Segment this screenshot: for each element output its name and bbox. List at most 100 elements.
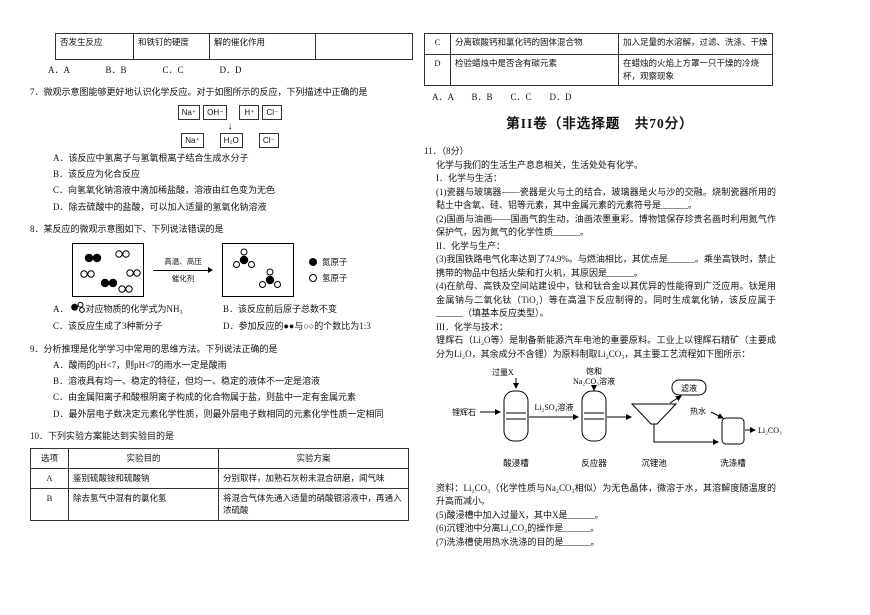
ion-box: H₂O: [219, 133, 243, 148]
left-column: 否发生反应 和铁钉的硬度 解的催化作用 A．A B．B C．C D．D 7．微观…: [30, 33, 413, 522]
option-c: C．该反应生成了3种新分子: [53, 321, 163, 332]
table-cell: 除去氢气中混有的氯化氢: [68, 487, 219, 522]
ion-box: Cl⁻: [258, 133, 279, 148]
na2co3-solution-label: Na₂CO₃溶液: [573, 376, 615, 386]
option-d: D．参加反应的●●与○○的个数比为1:3: [223, 321, 371, 332]
table-cell: D: [424, 54, 451, 86]
question-8: 8．某反应的微观示意图如下、下列说法错误的是 高温、高压 催化剂: [30, 223, 412, 336]
ion-box: H⁺: [239, 105, 260, 120]
question-10: 10．下列实验方案能达到实验目的是 选项 实验目的 实验方案 A 鉴别硫酸铵和硫…: [30, 430, 412, 522]
part-1-heading: I．化学与生活：: [436, 173, 502, 184]
part-2-heading: II．化学与生产：: [436, 240, 505, 251]
option-b: B．该反应为化合反应: [53, 169, 141, 180]
item-2: (2)国画与油画——国画气韵生动，油画浓墨重彩。博物馆保存珍贵名画时利用氮气作保…: [436, 213, 776, 238]
option-b: B．该反应前后原子总数不变: [223, 304, 338, 315]
acid-leaching-vessel: [503, 390, 529, 442]
down-arrow-icon: ↓: [227, 121, 233, 132]
flow-arrow: [669, 395, 682, 404]
option-b: B．溶液具有均一、稳定的特征，但均一、稳定的液体不一定是溶液: [53, 376, 321, 387]
table-cell: 分别取样，加熟石灰粉末混合研磨，闻气味: [218, 467, 409, 489]
option-letter: A．: [53, 304, 69, 315]
table-header-row: 选项 实验目的 实验方案: [30, 448, 409, 469]
option-a: A． 对应物质的化学式为NH₃: [53, 301, 223, 318]
precipitation-funnel: [630, 403, 678, 435]
table-cell: C: [424, 33, 451, 55]
column-header: 实验方案: [218, 448, 409, 469]
ore-label: 锂辉石: [452, 407, 476, 417]
product-ions-row: Na⁺ H₂O Cl⁻: [150, 133, 310, 148]
solution-label: Li₂SO₄溶液: [535, 402, 574, 412]
item-3: (3)我国铁路电气化率达到了74.9%。与燃油相比，其优点是______。乘坐高…: [436, 254, 776, 278]
reactant-molecules-box: [72, 243, 144, 298]
table-row: 否发生反应 和铁钉的硬度 解的催化作用: [55, 33, 413, 60]
condition-label: 高温、高压: [164, 256, 202, 266]
question-stem: 10．下列实验方案能达到实验目的是: [30, 430, 175, 441]
table-cell: 加入足量的水溶解，过滤、洗涤、干燥: [618, 33, 773, 55]
column-header: 选项: [30, 448, 69, 469]
washer-label: 洗涤槽: [720, 458, 746, 468]
column-header: 实验目的: [68, 448, 219, 469]
ion-reaction-diagram: Na⁺ OH⁻ H⁺ Cl⁻ ↓ Na⁺ H₂O Cl⁻: [150, 105, 310, 148]
washing-vessel: [721, 417, 745, 445]
legend-label: 氢原子: [322, 273, 348, 284]
nh3-molecule-icon: [70, 302, 85, 314]
table-row: C 分离碳酸钙和氯化钙的固体混合物 加入足量的水溶解，过滤、洗涤、干燥: [424, 33, 773, 55]
option-c: C．向氢氧化钠溶液中滴加稀盐酸，溶液由红色变为无色: [53, 185, 276, 196]
experiment-table: 选项 实验目的 实验方案 A 鉴别硫酸铵和硫酸钠 分别取样，加熟石灰粉末混合研磨…: [30, 448, 409, 522]
atom-legend: 氮原子 氢原子: [309, 254, 348, 286]
table-row: B 除去氢气中混有的氯化氢 将混合气体先通入适量的硝酸银溶液中，再通入浓硫酸: [30, 487, 409, 522]
option-a: A．酸雨的pH<7，则pH<7的雨水一定是酸雨: [53, 359, 227, 370]
table-cell: A: [30, 467, 69, 489]
right-arrow-icon: [153, 267, 213, 274]
part-3-heading: III．化学与技术：: [436, 321, 508, 332]
intro-text: 化学与我们的生活生产息息相关，生活处处有化学。: [436, 159, 644, 170]
item-8: (7)洗涤槽使用热水洗涤的目的是______。: [436, 536, 600, 547]
option-text: 对应物质的化学式为NH₃: [85, 304, 183, 315]
question-stem: 9．分析推理是化学学习中常用的思维方法。下列说法正确的是: [30, 344, 278, 355]
answer-choices-line: A．A B．B C．C D．D: [48, 65, 242, 75]
question-body: 化学与我们的生活生产息息相关，生活处处有化学。 I．化学与生活： (1)瓷器与玻…: [436, 159, 782, 550]
excess-x-label: 过量X: [492, 367, 514, 377]
item-7: (6)沉锂池中分离Li₂CO₃的操作是______。: [436, 523, 600, 534]
legend-label: 氮原子: [322, 257, 348, 268]
vessel1-label: 酸浸槽: [503, 458, 529, 468]
ion-box: Cl⁻: [262, 105, 283, 120]
table-cell: 分离碳酸钙和氯化钙的固体混合物: [450, 33, 619, 55]
flow-diagram-svg: 过量X 锂辉石 Li₂SO₄溶液 饱和 Na₂CO₃溶液: [452, 366, 782, 468]
question-11: 11．（8分） 化学与我们的生活生产息息相关，生活处处有化学。 I．化学与生活：…: [424, 145, 782, 550]
hot-water-label: 热水: [690, 406, 706, 416]
experiment-table-continued: C 分离碳酸钙和氯化钙的固体混合物 加入足量的水溶解，过滤、洗涤、干燥 D 检验…: [424, 33, 773, 86]
table-cell: 鉴别硫酸铵和硫酸钠: [68, 467, 219, 489]
ion-box: OH⁻: [203, 105, 228, 120]
answer-choices-line: A．A B．B C．C D．D: [432, 91, 572, 102]
section-title: 第II卷（非选择题 共70分）: [506, 116, 694, 131]
table-cell: [315, 33, 413, 60]
option-a: A．该反应中氢离子与氢氧根离子结合生成水分子: [53, 153, 249, 163]
reactor-vessel: [581, 390, 607, 442]
ion-box: Na⁺: [177, 105, 201, 120]
question-7: 7．微观示意图能够更好地认识化学反应。对于如图所示的反应，下列描述中正确的是 N…: [30, 86, 412, 215]
flow-arrow: [710, 411, 724, 419]
question-stem: 7．微观示意图能够更好地认识化学反应。对于如图所示的反应，下列描述中正确的是: [30, 86, 368, 97]
right-column: C 分离碳酸钙和氯化钙的固体混合物 加入足量的水溶解，过滤、洗涤、干燥 D 检验…: [424, 33, 782, 550]
table-cell: 和铁钉的硬度: [133, 33, 210, 60]
reaction-condition-arrow: 高温、高压 催化剂: [153, 257, 213, 285]
product-label: Li₂CO₃: [758, 426, 782, 435]
options-table-continued: 否发生反应 和铁钉的硬度 解的催化作用: [55, 33, 413, 60]
option-c: C．由金属阳离子和酸根阴离子构成的化合物属于盐，则盐中一定有金属元素: [53, 392, 357, 403]
table-row: A 鉴别硫酸铵和硫酸钠 分别取样，加熟石灰粉末混合研磨，闻气味: [30, 467, 409, 489]
nitrogen-atom-icon: [309, 258, 317, 267]
filtrate-label: 滤液: [681, 383, 697, 393]
table-cell: 将混合气体先通入适量的硝酸银溶液中，再通入浓硫酸: [218, 487, 409, 522]
ion-box: Na⁺: [181, 133, 204, 148]
question-8-options: A． 对应物质的化学式为NH₃ B．该反应前后原子总数不变 C．该反应生成了3种新…: [53, 301, 412, 335]
vessel2-label: 反应器: [581, 458, 607, 468]
reactant-ions-row: Na⁺ OH⁻ H⁺ Cl⁻: [150, 105, 310, 120]
question-stem: 8．某反应的微观示意图如下、下列说法错误的是: [30, 223, 224, 234]
item-5: 锂辉石（Li₂O等）是制备新能源汽车电池的重要原料。工业上以锂辉石精矿（主要成分…: [436, 335, 776, 359]
table-row: D 检验蜡烛中是否含有碳元素 在蜡烛的火焰上方罩一只干燥的冷烧杯，观察现象: [424, 54, 773, 86]
process-flow-diagram: 过量X 锂辉石 Li₂SO₄溶液 饱和 Na₂CO₃溶液: [432, 364, 782, 481]
hydrogen-atom-icon: [309, 274, 317, 283]
micro-reaction-diagram: 高温、高压 催化剂: [72, 243, 412, 298]
